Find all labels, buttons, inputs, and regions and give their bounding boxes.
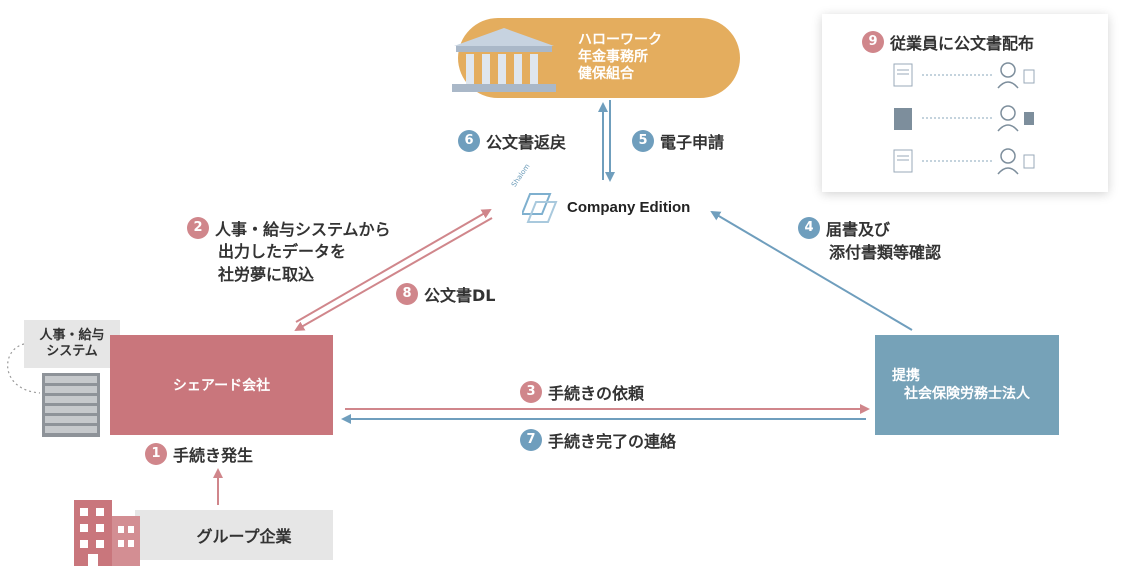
building-icon [74,500,140,566]
step-8-label: 8 公文書DL [396,282,495,306]
employee-distribution-card: 9 従業員に公文書配布 [822,14,1108,192]
step-6-badge: 6 [458,130,480,152]
step-5-label: 5 電子申請 [632,129,724,153]
step-7-badge: 7 [520,429,542,451]
step-8-badge: 8 [396,283,418,305]
hr-line-1: 人事・給与 [39,328,105,343]
step-5-text: 電子申請 [660,133,725,152]
step-3-badge: 3 [520,381,542,403]
document-icon [893,149,913,173]
shared-company-label: シェアード会社 [172,378,271,394]
employee-icon [997,62,1019,89]
gov-line-1: ハローワーク [578,32,662,48]
step-4-line-1: 届書及び [826,220,891,239]
step-2-badge: 2 [187,217,209,239]
step-1-text: 手続き発生 [173,446,254,465]
step-4-badge: 4 [798,217,820,239]
employee-icon [997,105,1019,132]
logo-product-name: Company Edition [567,199,691,216]
employee-icon [997,148,1019,175]
step-9-label: 9 従業員に公文書配布 [862,30,1034,54]
gov-line-2: 年金事務所 [578,49,648,65]
group-company-label: グループ企業 [196,527,292,546]
government-building-icon [452,28,556,92]
step-7-label: 7 手続き完了の連絡 [520,428,676,452]
document-icon [894,108,912,130]
step-1-label: 1 手続き発生 [145,442,253,466]
step-2-line-1: 人事・給与システムから [215,220,391,239]
group-company-box: グループ企業 [135,510,333,560]
step-2-line-3: 社労夢に取込 [218,265,315,284]
server-icon [42,373,100,437]
step-3-label: 3 手続きの依頼 [520,380,644,404]
partner-office-box: 提携 社会保険労務士法人 [875,335,1059,435]
step-1-badge: 1 [145,443,167,465]
step-4-label: 4 届書及び 添付書類等確認 [798,216,941,266]
company-edition-logo-icon [522,193,558,223]
step-2-line-2: 出力したデータを [218,242,347,261]
arrow-doc-download [294,217,493,331]
arrow-check [710,210,913,331]
partner-line-1: 提携 [892,368,920,384]
step-3-text: 手続きの依頼 [548,384,645,403]
step-2-label: 2 人事・給与システムから 出力したデータを 社労夢に取込 [187,216,391,286]
hr-line-2: システム [46,344,98,359]
partner-line-2: 社会保険労務士法人 [904,386,1030,402]
document-icon [893,63,913,87]
step-9-badge: 9 [862,31,884,53]
employees-title: 従業員に公文書配布 [890,34,1035,53]
government-office-box: ハローワーク 年金事務所 健保組合 [452,18,740,98]
gov-line-3: 健保組合 [578,66,634,82]
step-5-badge: 5 [632,130,654,152]
step-6-text: 公文書返戻 [486,133,567,152]
distribution-icons [893,62,1035,175]
shared-company-box: シェアード会社 [110,335,333,435]
step-7-text: 手続き完了の連絡 [548,432,677,451]
step-8-text: 公文書DL [424,286,496,305]
step-4-line-2: 添付書類等確認 [829,243,942,262]
step-6-label: 6 公文書返戻 [458,129,566,153]
hr-system-label: 人事・給与 システム [24,320,120,368]
arrow-import [295,209,492,323]
